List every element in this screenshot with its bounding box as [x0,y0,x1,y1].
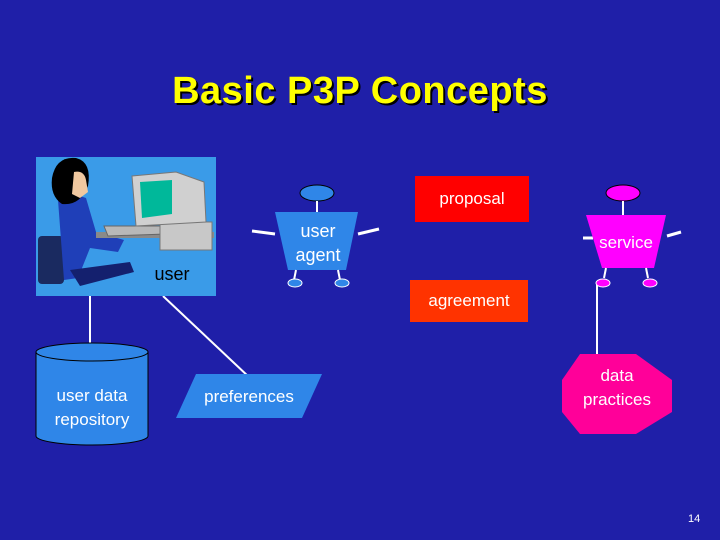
user-agent-robot-icon [251,184,380,288]
data-practices-label-line2: practices [582,390,652,409]
user-data-repository-cylinder [35,342,149,446]
data-practices-octagon [562,354,672,434]
preferences-label: preferences [204,387,294,406]
agreement-label: agreement [428,291,510,310]
user-agent-label-line1: user [300,221,336,241]
data-practices-label-line1: data [600,366,634,385]
user-to-preferences-line [162,295,251,379]
user-data-repository-label-line1: user data [56,386,128,405]
slide-title: Basic P3P Concepts [172,70,548,112]
service-label: service [599,233,653,252]
page-number: 14 [688,513,701,525]
user-label: user [154,264,190,284]
proposal-box [415,176,529,222]
preferences-shape [176,374,322,418]
user-data-repository-label-line2: repository [54,410,130,429]
proposal-label: proposal [439,189,505,208]
user-agent-label-line2: agent [295,245,341,265]
agreement-box [410,280,528,322]
user-workstation-icon [36,157,216,296]
service-robot-icon [583,184,682,288]
